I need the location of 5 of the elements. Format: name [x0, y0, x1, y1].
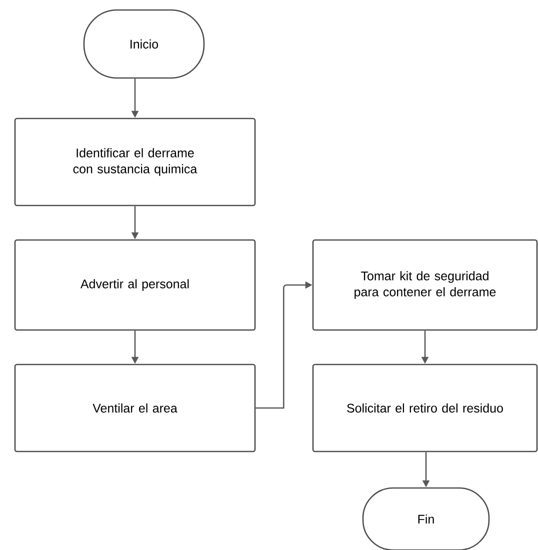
process-box: Advertir al personal: [14, 239, 256, 331]
process-box: Tomar kit de seguridad para contener el derrame: [312, 239, 538, 331]
process-box: Ventilar el area: [14, 364, 256, 452]
process-box: Identificar el derrame con sustancia quimica: [14, 118, 256, 206]
process-box: Solicitar el retiro del residuo: [312, 364, 538, 452]
